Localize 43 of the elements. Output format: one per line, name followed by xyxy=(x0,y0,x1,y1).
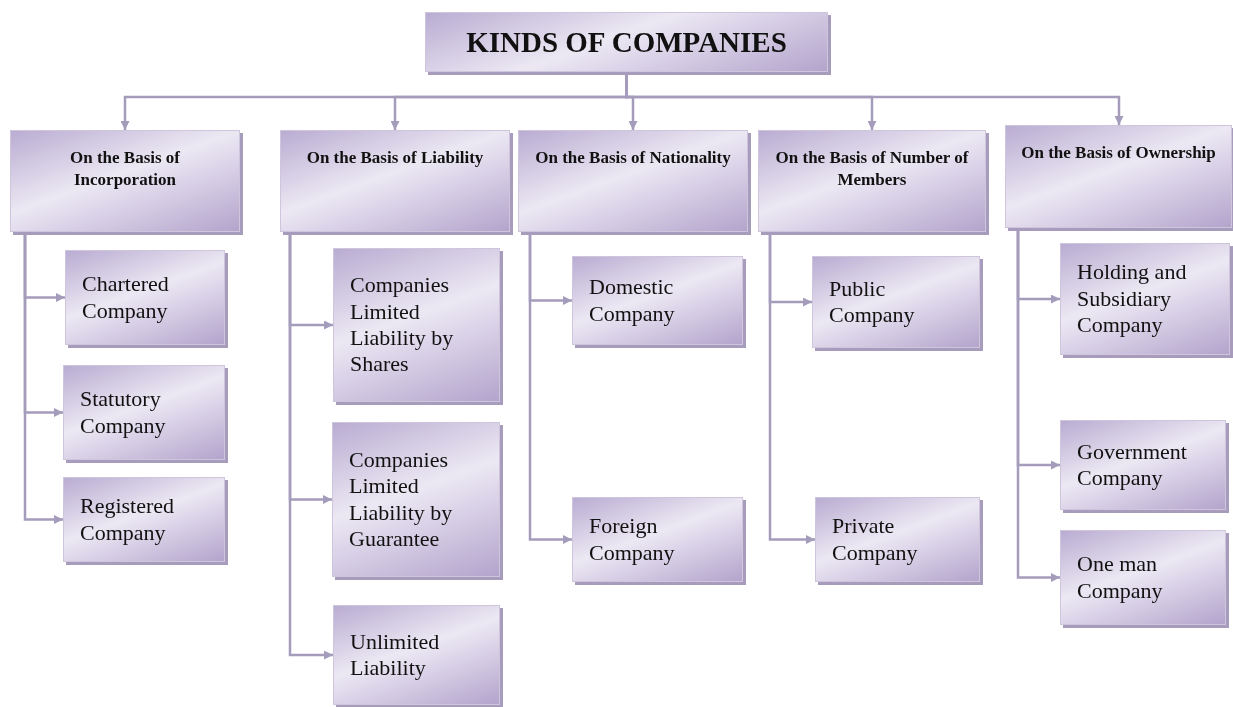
node-label: Registered Company xyxy=(80,493,176,546)
category-label: On the Basis of Liability xyxy=(305,147,485,169)
title-text: KINDS OF COMPANIES xyxy=(466,25,787,59)
category-box xyxy=(758,130,986,232)
company-type-box xyxy=(812,256,980,348)
company-type-box xyxy=(65,250,225,345)
node-label: Holding and Subsidiary Company xyxy=(1077,259,1188,339)
node-label: Foreign Company xyxy=(589,513,676,566)
arrow xyxy=(528,235,572,544)
category-box xyxy=(280,130,510,232)
company-type-box xyxy=(63,365,225,460)
node-label: Chartered Company xyxy=(82,271,170,324)
node-label: Companies Limited Liability by Shares xyxy=(350,272,455,378)
arrow xyxy=(768,235,815,544)
category-box xyxy=(1005,125,1232,228)
node-label: Government Company xyxy=(1077,438,1188,492)
node-label: Domestic Company xyxy=(589,274,676,327)
company-type-box xyxy=(1060,530,1226,625)
category-box xyxy=(518,130,748,232)
node-label: Private Company xyxy=(832,513,919,566)
company-type-box xyxy=(332,422,500,577)
node-label: Statutory Company xyxy=(80,386,167,439)
category-label: On the Basis of Nationality xyxy=(534,147,732,169)
category-label: On the Basis of Number of Members xyxy=(774,147,970,192)
arrow xyxy=(288,235,333,660)
category-box xyxy=(10,130,240,232)
company-type-box xyxy=(333,248,500,402)
arrow xyxy=(23,235,63,524)
node-label: Companies Limited Liability by Guarantee xyxy=(349,446,454,553)
title-box xyxy=(425,12,828,72)
node-label: One man Company xyxy=(1077,551,1164,604)
node-label: Unlimited Liability xyxy=(350,628,441,682)
node-label: Public Company xyxy=(829,275,916,329)
category-label: On the Basis of Ownership xyxy=(1020,142,1217,164)
company-type-box xyxy=(572,256,743,345)
company-type-box xyxy=(333,605,500,705)
company-type-box xyxy=(1060,420,1226,510)
company-type-box xyxy=(572,497,743,582)
company-type-box xyxy=(1060,243,1230,355)
arrow xyxy=(1016,231,1060,582)
category-label: On the Basis of Incorporation xyxy=(68,147,181,192)
company-type-box xyxy=(63,477,225,562)
company-type-box xyxy=(815,497,980,582)
